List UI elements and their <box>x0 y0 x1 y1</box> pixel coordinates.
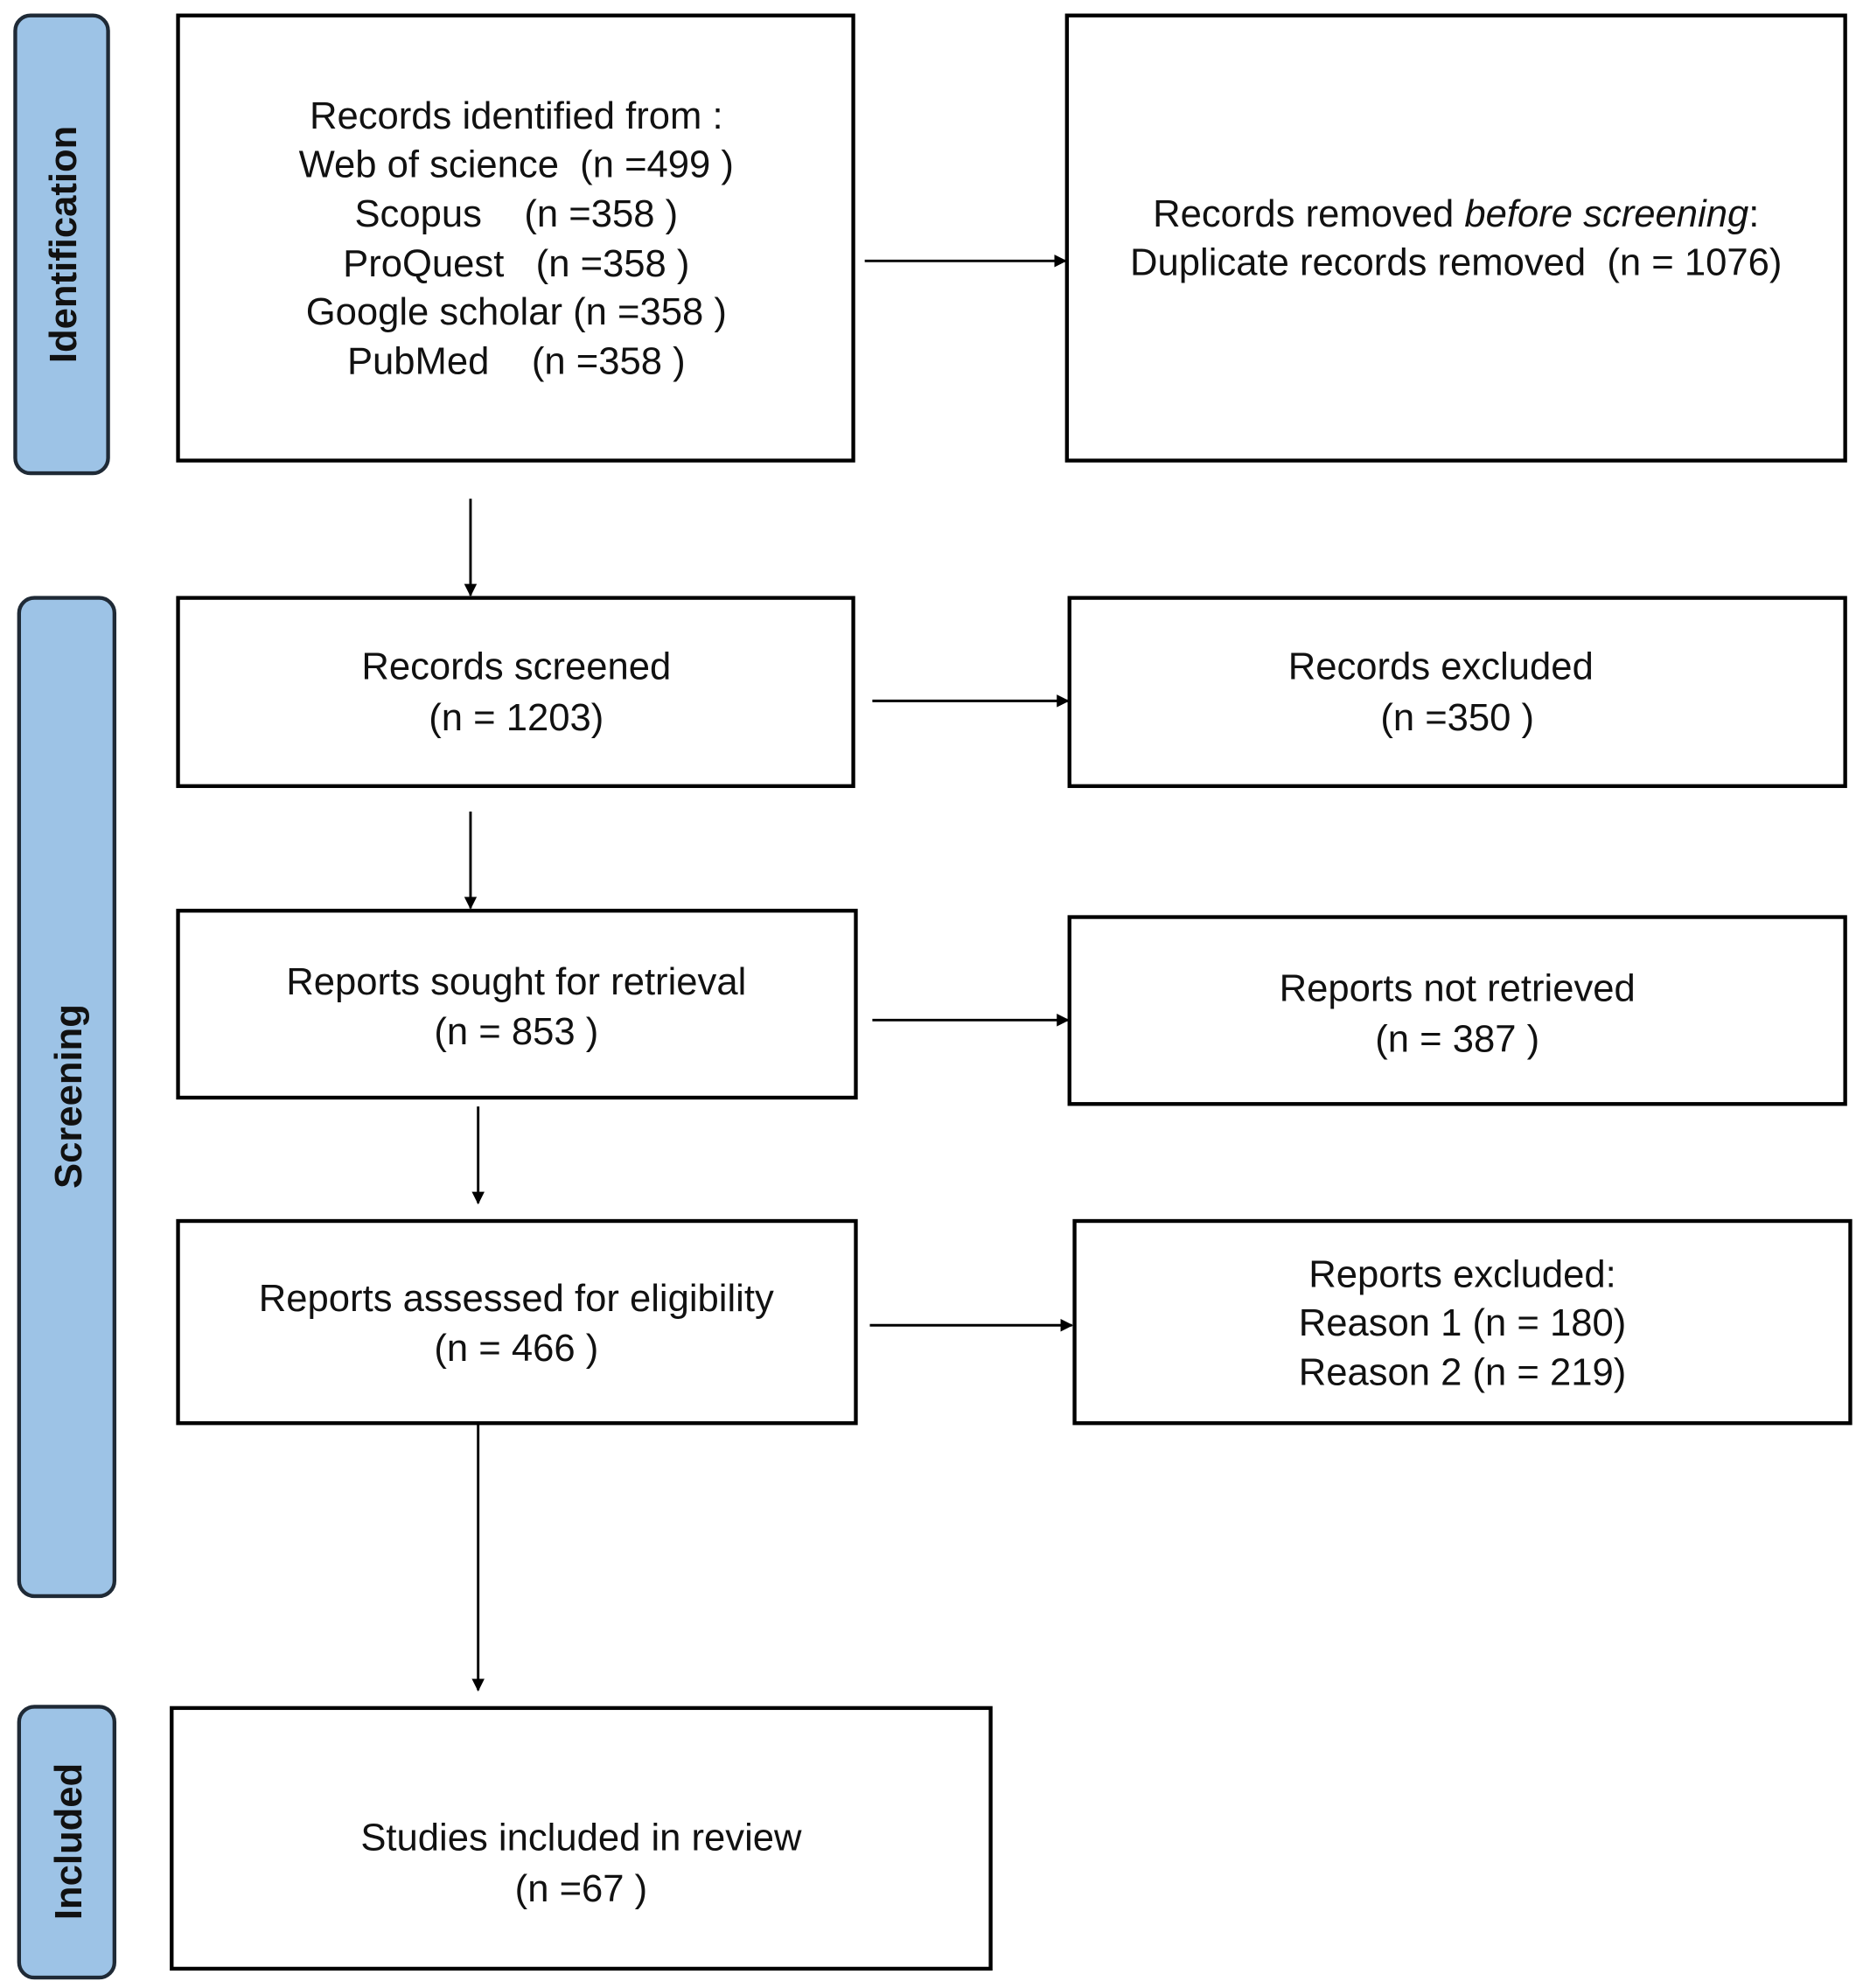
reports-sought-box: Reports sought for retrieval (n = 853 ) <box>176 909 858 1100</box>
reports-excluded-reason: Reason 1 (n = 180) <box>1299 1302 1627 1344</box>
reports-not-retrieved-box: Reports not retrieved (n = 387 ) <box>1067 915 1847 1106</box>
records-identified-box: Records identified from : Web of science… <box>176 13 855 463</box>
phase-included: Included <box>17 1705 117 1980</box>
records-excluded-box: Records excluded (n =350 ) <box>1067 596 1847 788</box>
identified-line: PubMed (n =358 ) <box>347 341 686 383</box>
phase-screening-label: Screening <box>48 1004 90 1189</box>
not-retrieved-count: (n = 387 ) <box>1375 1019 1539 1061</box>
identified-line: ProQuest (n =358 ) <box>343 243 689 285</box>
identified-line: Records identified from : <box>310 95 723 137</box>
not-retrieved-label: Reports not retrieved <box>1280 967 1636 1009</box>
removed-line-2: Duplicate records removed (n = 1076) <box>1130 241 1782 283</box>
reports-assessed-box: Reports assessed for eligibility (n = 46… <box>176 1218 858 1426</box>
screened-label: Records screened <box>361 646 671 688</box>
sought-count: (n = 853 ) <box>434 1011 598 1053</box>
included-count: (n =67 ) <box>515 1868 648 1910</box>
reports-excluded-reason: Reason 2 (n = 219) <box>1299 1352 1627 1394</box>
excluded-label: Records excluded <box>1288 646 1594 688</box>
reports-excluded-box: Reports excluded: Reason 1 (n = 180) Rea… <box>1072 1218 1853 1426</box>
reports-excluded-label: Reports excluded: <box>1308 1254 1616 1296</box>
phase-identification-label: Identification <box>43 126 85 363</box>
records-removed-box: Records removed before screening: Duplic… <box>1064 13 1847 463</box>
removed-line-1: Records removed before screening: <box>1153 193 1759 235</box>
included-label: Studies included in review <box>360 1817 802 1859</box>
identified-line: Web of science (n =499 ) <box>299 143 734 185</box>
identified-line: Google scholar (n =358 ) <box>306 291 727 333</box>
assessed-label: Reports assessed for eligibility <box>259 1278 774 1320</box>
sought-label: Reports sought for retrieval <box>286 961 746 1003</box>
phase-screening: Screening <box>17 596 117 1599</box>
screened-count: (n = 1203) <box>429 697 604 739</box>
identified-line: Scopus (n =358 ) <box>354 193 678 235</box>
records-screened-box: Records screened (n = 1203) <box>176 596 855 788</box>
assessed-count: (n = 466 ) <box>434 1328 598 1370</box>
excluded-count: (n =350 ) <box>1380 697 1534 739</box>
phase-included-label: Included <box>48 1763 90 1920</box>
studies-included-box: Studies included in review (n =67 ) <box>170 1705 993 1971</box>
phase-identification: Identification <box>13 13 110 476</box>
